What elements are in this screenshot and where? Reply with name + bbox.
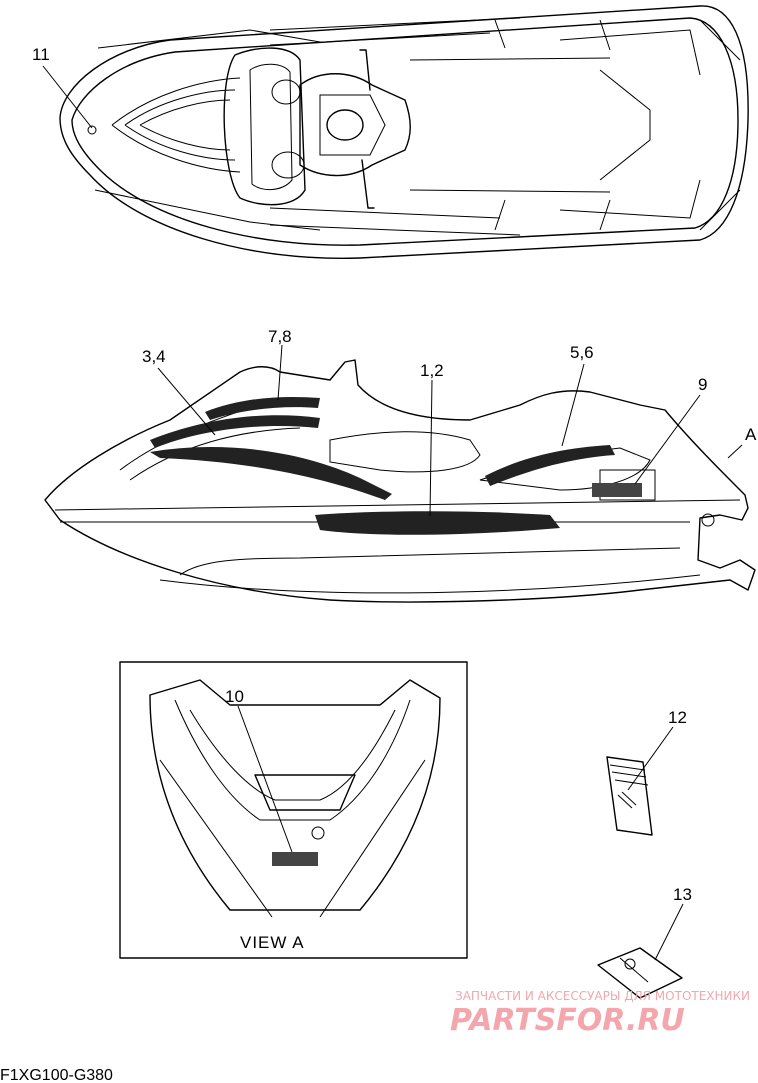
- watermark-logo: PARTSFOR.RU: [450, 1003, 685, 1038]
- watermark-tagline: ЗАПЧАСТИ И АКСЕССУАРЫ ДЛЯ МОТОТЕХНИКИ: [455, 989, 750, 1003]
- callout-3-4: 3,4: [142, 347, 166, 366]
- callout-11: 11: [32, 45, 50, 64]
- callout-5-6: 5,6: [570, 343, 594, 362]
- part-12-sticker: [606, 756, 653, 836]
- callout-10: 10: [225, 687, 244, 706]
- side-view-watercraft: [44, 359, 756, 603]
- top-view-watercraft: [59, 5, 749, 260]
- callout-12: 12: [668, 708, 687, 727]
- callout-13: 13: [673, 885, 692, 904]
- callout-7-8: 7,8: [268, 327, 292, 346]
- view-a-label: VIEW A: [240, 933, 305, 952]
- leader-lines: [42, 65, 743, 961]
- diagram-code: F1XG100-G380: [0, 1067, 113, 1083]
- part-13-holder: [597, 947, 683, 999]
- callout-a: A: [745, 425, 757, 444]
- view-a-panel: [119, 661, 468, 959]
- callout-1-2: 1,2: [420, 361, 444, 380]
- callout-9: 9: [698, 375, 707, 394]
